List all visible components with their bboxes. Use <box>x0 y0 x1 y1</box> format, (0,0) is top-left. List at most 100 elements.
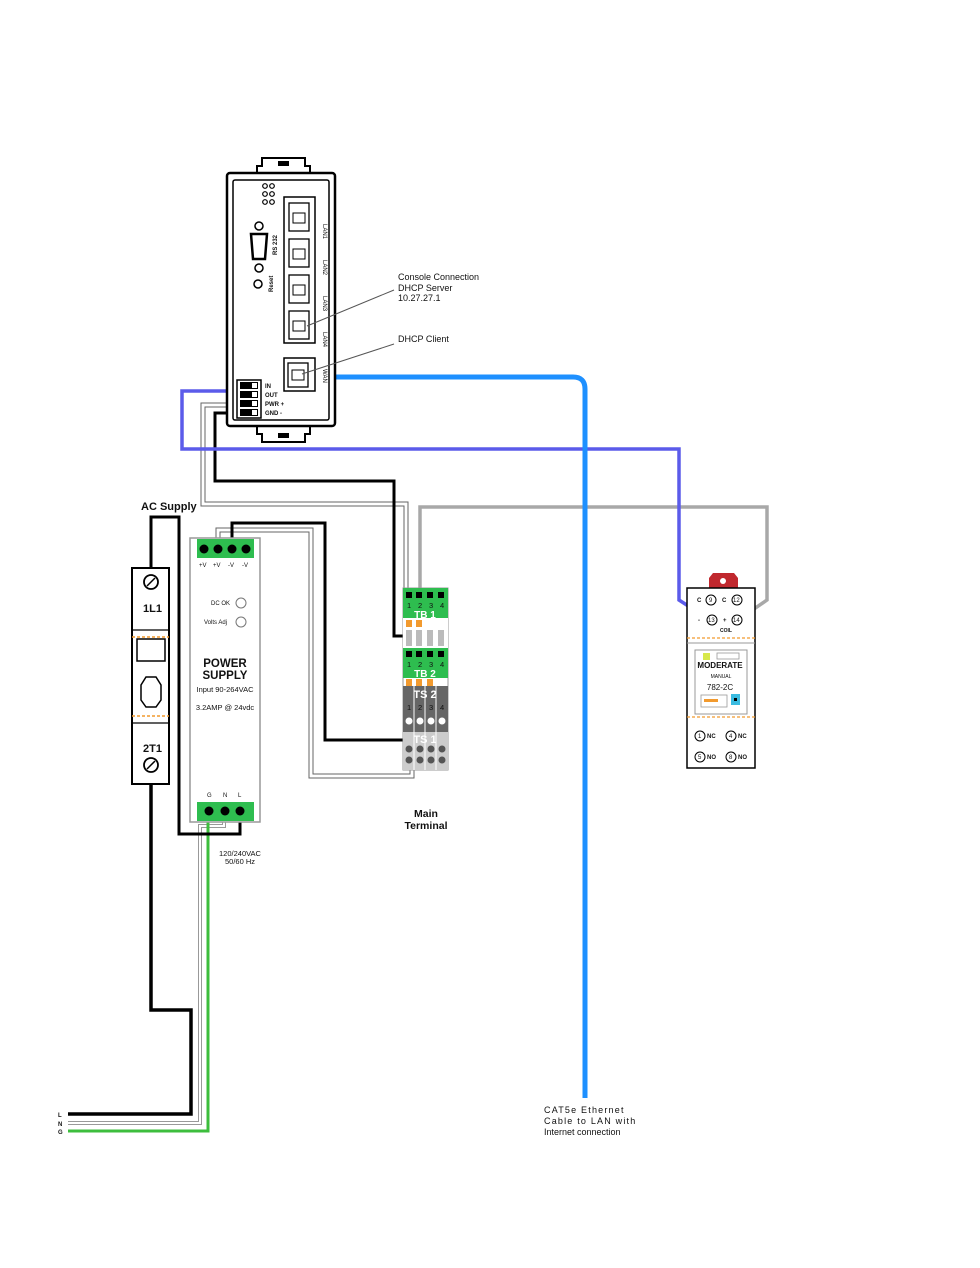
serial-port[interactable] <box>249 221 269 273</box>
ethernet-note-line3: Internet connection <box>544 1127 621 1137</box>
terminal-label-gnd: GND - <box>265 411 282 417</box>
wires <box>68 374 769 1133</box>
relay-contact-8-num: 8 <box>729 755 733 761</box>
relay-brand: MODERATE <box>697 661 743 670</box>
psu-output-rating: 3.2AMP @ 24vdc <box>196 703 255 712</box>
mains-label-n: N <box>58 1122 62 1128</box>
relay-mode: MANUAL <box>711 674 732 680</box>
dhcp-client-callout: DHCP Client <box>398 334 449 344</box>
lan-port-3-label: LAN3 <box>321 296 327 312</box>
psu-title-line2: SUPPLY <box>203 670 248 682</box>
relay-contact-5-type: NO <box>707 755 716 761</box>
router-tab-slot-bottom <box>278 433 289 438</box>
mains-label-g: G <box>58 1130 63 1136</box>
lan-port-3[interactable] <box>288 274 310 304</box>
psu-output-terminal <box>197 539 254 558</box>
psu-negative-wire <box>230 521 412 742</box>
ts2-pin-1: 1 <box>407 703 411 712</box>
mains-live-wire <box>68 780 193 1116</box>
mains-voltage-line1: 120/240VAC <box>219 849 262 858</box>
console-callout-line3: 10.27.27.1 <box>398 293 441 303</box>
router-led <box>269 183 275 189</box>
breaker-to-psu-live-wire <box>149 515 242 836</box>
ac-supply-title: AC Supply <box>141 501 197 513</box>
psu-input-label-g: G <box>207 793 212 799</box>
mains-neutral-wire <box>68 810 225 1124</box>
router: RS 232 Reset LAN1 LAN2 LAN3 LAN4 <box>225 157 337 443</box>
relay-indicator <box>703 653 710 660</box>
ethernet-cable <box>306 374 588 1098</box>
router-led <box>269 199 275 205</box>
psu-output-label-3: -V <box>228 563 234 569</box>
relay: C 9 C 12 - 13 + 14 COIL MODERATE MANUAL … <box>686 573 756 769</box>
psu-input-label-l: L <box>238 793 242 799</box>
ethernet-note-line2: Cable to LAN with <box>544 1116 636 1126</box>
lan-port-1[interactable] <box>288 202 310 232</box>
tb2-pin-2: 2 <box>418 660 422 669</box>
relay-common-wire <box>418 505 769 622</box>
tb1-pin-1: 1 <box>407 601 411 610</box>
tb2-label: TB 2 <box>414 669 436 680</box>
router-led <box>269 191 275 197</box>
tb1-pin-4: 4 <box>440 601 444 610</box>
terminal-label-out: OUT <box>265 393 278 399</box>
psu-output-label-4: -V <box>242 563 248 569</box>
power-supply: +V +V -V -V DC OK Volts Adj POWER SUPPLY… <box>189 537 261 823</box>
tb2-pin-1: 1 <box>407 660 411 669</box>
dhcp-client-callout-line <box>301 343 395 375</box>
serial-port-label: RS 232 <box>273 234 279 255</box>
psu-dc-ok-led <box>235 597 247 609</box>
breaker-top-terminal-label: 1L1 <box>143 603 162 615</box>
router-led <box>262 191 268 197</box>
relay-contact-8 <box>725 751 737 763</box>
main-terminal-title-line2: Terminal <box>405 820 448 832</box>
console-callout-line <box>306 289 395 327</box>
console-callout-line1: Console Connection <box>398 272 479 282</box>
relay-terminal-9 <box>705 594 717 606</box>
relay-model: 782-2C <box>707 683 733 692</box>
breaker-toggle[interactable] <box>136 638 166 662</box>
psu-volts-adj-label: Volts Adj <box>204 620 227 626</box>
psu-dc-ok-label: DC OK <box>211 601 230 607</box>
psu-output-label-2: +V <box>213 563 221 569</box>
lan-port-4[interactable] <box>288 310 310 340</box>
terminal-label-in: IN <box>265 384 271 390</box>
lan-port-2[interactable] <box>288 238 310 268</box>
relay-contact-8-type: NO <box>738 755 747 761</box>
console-callout-line2: DHCP Server <box>398 283 452 293</box>
main-terminal-title-line1: Main <box>414 808 438 820</box>
tb2-pin-4: 4 <box>440 660 444 669</box>
reset-button-label: Reset <box>269 276 275 292</box>
reset-button[interactable] <box>253 279 263 289</box>
wan-port[interactable] <box>283 357 316 392</box>
relay-contact-1-type: NC <box>707 734 716 740</box>
ts2-pin-4: 4 <box>440 703 444 712</box>
psu-input-rating: Input 90-264VAC <box>197 685 255 694</box>
main-terminal: 1 2 3 4 TB 1 1 2 3 4 TB 2 TS 2 1 2 <box>402 587 449 771</box>
relay-contact-1-num: 1 <box>698 734 702 740</box>
tb1-label: TB 1 <box>414 610 436 621</box>
relay-top-label-c1: C <box>697 598 702 604</box>
wan-port-label: WAN <box>321 369 327 383</box>
relay-contact-4 <box>725 730 737 742</box>
lan-port-4-label: LAN4 <box>321 332 327 348</box>
relay-coil-wire <box>180 389 711 622</box>
router-led <box>262 183 268 189</box>
router-tab-slot-top <box>278 161 289 166</box>
ac-breaker: 1L1 2T1 <box>131 567 170 785</box>
mains-voltage-line2: 50/60 Hz <box>225 857 255 866</box>
lan-port-1-label: LAN1 <box>321 224 327 240</box>
mains-ground-wire <box>68 812 210 1133</box>
relay-terminal-14 <box>731 614 743 626</box>
tb1-pin-3: 3 <box>429 601 433 610</box>
breaker-window <box>140 676 162 708</box>
psu-volts-adj-knob[interactable] <box>235 616 247 628</box>
relay-contact-4-num: 4 <box>729 734 733 740</box>
terminal-label-pwr: PWR + <box>265 402 285 408</box>
relay-top-label-9: 9 <box>709 598 713 604</box>
ts1-label: TS 1 <box>413 734 436 746</box>
relay-contact-4-type: NC <box>738 734 747 740</box>
relay-coil-plus: + <box>723 618 727 624</box>
relay-top-label-c2: C <box>722 598 727 604</box>
